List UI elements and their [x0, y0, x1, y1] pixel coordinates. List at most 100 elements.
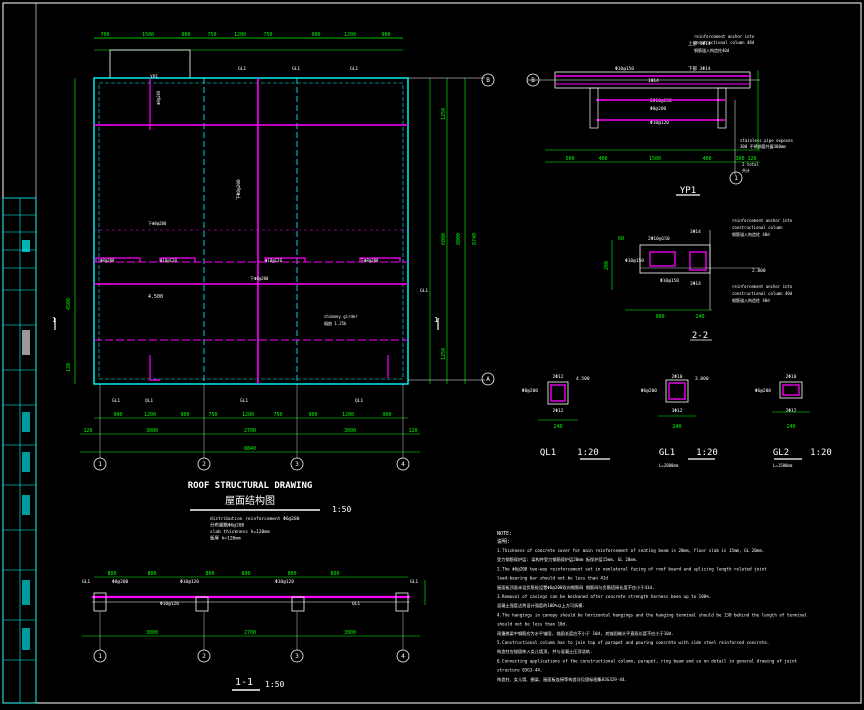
yp1-axis-b-label: B	[531, 77, 535, 84]
plan-bottom-dim2: 120	[408, 428, 417, 434]
notes-item: 6.Connecting applications of the constru…	[497, 658, 797, 663]
detail-top: 2Φ12	[553, 374, 564, 380]
plan-rebar: Φ8@200	[156, 90, 161, 105]
s22-note: constructional column 40d	[732, 291, 793, 296]
section-mark: 1	[52, 316, 56, 324]
yp1-note: constructional column 40d	[694, 40, 755, 45]
axis-bubble-2-label: 2	[202, 461, 206, 468]
notes-item: 构造柱、女儿墙、圈梁、屋面板连接等构造详见国标图集03G329-44.	[497, 676, 627, 683]
detail-top: 2Φ10	[672, 374, 683, 380]
s22-note: constructional column	[732, 225, 783, 230]
s11-top-dim: 800	[330, 571, 339, 577]
detail-scale: 1:20	[810, 448, 832, 458]
s11-axis-2-label: 2	[202, 653, 206, 660]
yp1-dim: 500	[565, 156, 574, 162]
detail-width: 240	[672, 424, 681, 430]
plan-bottom-dim2: 3000	[146, 428, 158, 434]
s11-label: GL1	[82, 579, 90, 585]
plan-bottom-dim: 1200	[242, 412, 254, 418]
plan-rebar: 下Φ8@200	[250, 276, 269, 281]
s11-axis-1-label: 1	[98, 653, 102, 660]
s11-label: Φ10@120	[180, 579, 199, 585]
notes-item: 构造柱应锚固伸入女儿墙顶, 并与混凝土压顶浇筑.	[497, 648, 593, 655]
s22-note: reinforcement anchor into	[732, 218, 793, 223]
s22-label: 3Φ14	[690, 229, 701, 235]
yp1-note: reinforcement anchor into	[694, 34, 755, 39]
yp1-label: 上部 3Φ14	[688, 40, 711, 47]
plan-rebar: Φ8@200	[100, 258, 115, 263]
detail-elev: 4.500	[576, 376, 590, 382]
plan-bottom-dim2: 3000	[344, 428, 356, 434]
s22-dim: 240	[695, 314, 704, 320]
plan-bottom-dim: 900	[308, 412, 317, 418]
plan-label: GL1	[240, 398, 248, 404]
plan-rebar: Φ10@120	[160, 258, 177, 263]
yp1-note: 300 不锈钢管外露300mm	[740, 143, 786, 149]
notes-heading-cn: 说明:	[497, 538, 510, 545]
detail-side: Φ8@200	[522, 388, 539, 394]
s11-bottom-dim: 3000	[344, 630, 356, 636]
detail-scale: 1:20	[696, 448, 718, 458]
plan-bottom-dim: 900	[382, 412, 391, 418]
s11-bottom-dim: 2700	[244, 630, 256, 636]
detail-note: L=2000mm	[659, 463, 679, 468]
axis-bubble-4-label: 4	[401, 461, 405, 468]
detail-side: Φ6@200	[641, 388, 658, 394]
section-2-2	[611, 230, 760, 341]
s22-label: Φ10@150	[625, 258, 644, 264]
plan-bottom-dim: 900	[113, 412, 122, 418]
plan-note: slab thickness h=120mm	[210, 529, 270, 535]
detail-bottom: 2Φ12	[786, 408, 797, 414]
axis-bubble-3	[290, 457, 304, 471]
plan-right-dim: 1250	[441, 108, 447, 120]
s22-label: 2Φ10@150	[648, 236, 670, 242]
plan-top-dim: 900	[381, 32, 390, 38]
plan-label: QL1	[355, 398, 363, 404]
notes-item: 混凝土强度达到设计强度的100%以上方可拆模.	[497, 602, 585, 609]
plan-title-cn: 屋面结构图	[225, 494, 275, 507]
detail-elev: 3.000	[695, 376, 709, 382]
plan-label: YP1	[150, 74, 158, 80]
s22-label: Φ10@150	[660, 278, 679, 284]
axis-bubble-A	[481, 372, 495, 386]
plan-note: 板厚 h=120mm	[210, 535, 241, 542]
plan-chimney: 烟囱 1.25b	[324, 320, 347, 326]
yp1-note: 钢筋锚入构造柱40d	[694, 47, 730, 53]
axis-bubble-1-label: 1	[98, 461, 102, 468]
s11-label: Φ10@120	[160, 601, 179, 607]
axis-bubble-1	[93, 457, 107, 471]
plan-rebar: 下Φ8@200	[236, 179, 242, 200]
plan-note: distribution reinforcement Φ6@200	[210, 516, 300, 522]
plan-left-dim: 120	[66, 363, 72, 372]
s22-title: 2-2	[692, 331, 708, 341]
plan-rebar: Φ10@120	[265, 258, 282, 263]
s22-dim: 200	[604, 261, 610, 270]
yp1-axis-bubble-label: 1	[734, 175, 738, 182]
plan-note: 分布钢筋Φ6@200	[210, 522, 245, 529]
notes-item: 4.The hangings in canopy should be horiz…	[497, 612, 808, 617]
s11-label: GL1	[410, 579, 418, 585]
yp1-label: Φ8@200	[650, 106, 667, 112]
plan-title-en: ROOF STRUCTURAL DRAWING	[188, 481, 313, 491]
plan-label: GL1	[292, 66, 300, 72]
plan-right-dim: 6000	[441, 233, 447, 245]
yp1-label: 下部 3Φ14	[688, 65, 711, 72]
detail-bottom: 3Φ12	[672, 408, 683, 414]
plan-rebar: 下Φ8@200	[148, 221, 167, 226]
plan-scale: 1:50	[332, 505, 351, 514]
plan-chimney: chimney girder	[324, 314, 358, 319]
plan-bottom-dim2: 120	[83, 428, 92, 434]
roof-plan	[54, 37, 485, 458]
plan-bottom-dim: 1200	[342, 412, 354, 418]
s11-top-dim: 800	[287, 571, 296, 577]
yp1-dim: 400	[702, 156, 711, 162]
yp1-dim: 400	[598, 156, 607, 162]
notes-item: 5.Constructional column has to join top …	[497, 640, 769, 645]
plan-label: GL1	[350, 66, 358, 72]
notes-item: 雨篷挑梁中钢筋应为水平锚固, 锚固长度应不小于 10d, 其锚固端头平直段长度不…	[497, 630, 674, 637]
yp1-dim: 120	[747, 156, 756, 162]
axis-bubble-4	[396, 457, 410, 471]
